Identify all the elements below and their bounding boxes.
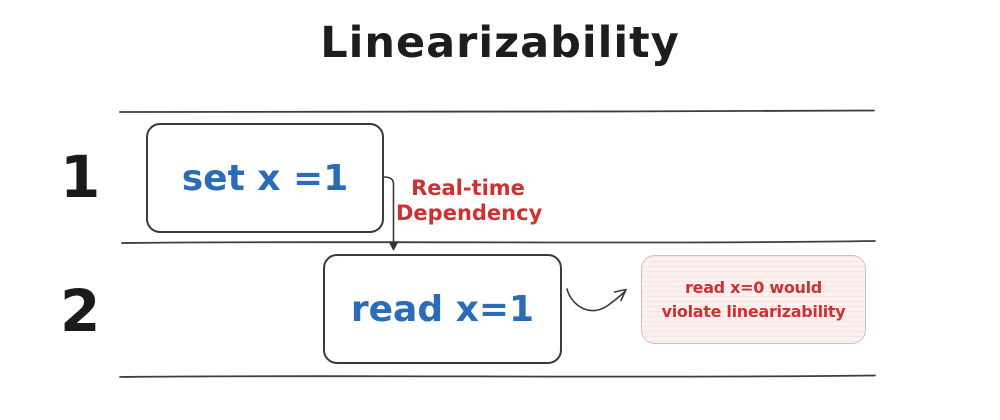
dependency-label: Real-time Dependency: [396, 176, 543, 226]
lane-label-2: 2: [60, 277, 101, 345]
timeline-divider-line: [121, 240, 876, 244]
violation-arrow: [566, 288, 627, 312]
read-operation-box: read x=1: [323, 254, 562, 364]
arrowhead-right-icon: [613, 288, 627, 302]
diagram-title: Linearizability: [320, 18, 680, 68]
dependency-label-line1: Real-time: [411, 176, 525, 200]
violation-note: read x=0 would violate linearizability: [641, 255, 866, 344]
violation-note-line1: read x=0 would: [685, 278, 822, 298]
violation-note-line2: violate linearizability: [661, 301, 846, 321]
set-operation-label: set x =1: [181, 157, 349, 199]
arrowhead-down-icon: [388, 241, 399, 251]
set-operation-box: set x =1: [146, 123, 384, 233]
realtime-dependency-arrow: [383, 176, 399, 251]
lane-label-1: 1: [60, 143, 101, 211]
timeline-top-line: [119, 109, 875, 113]
read-operation-label: read x=1: [350, 288, 535, 330]
dependency-label-line2: Dependency: [396, 200, 543, 225]
timeline-bottom-line: [119, 374, 876, 378]
